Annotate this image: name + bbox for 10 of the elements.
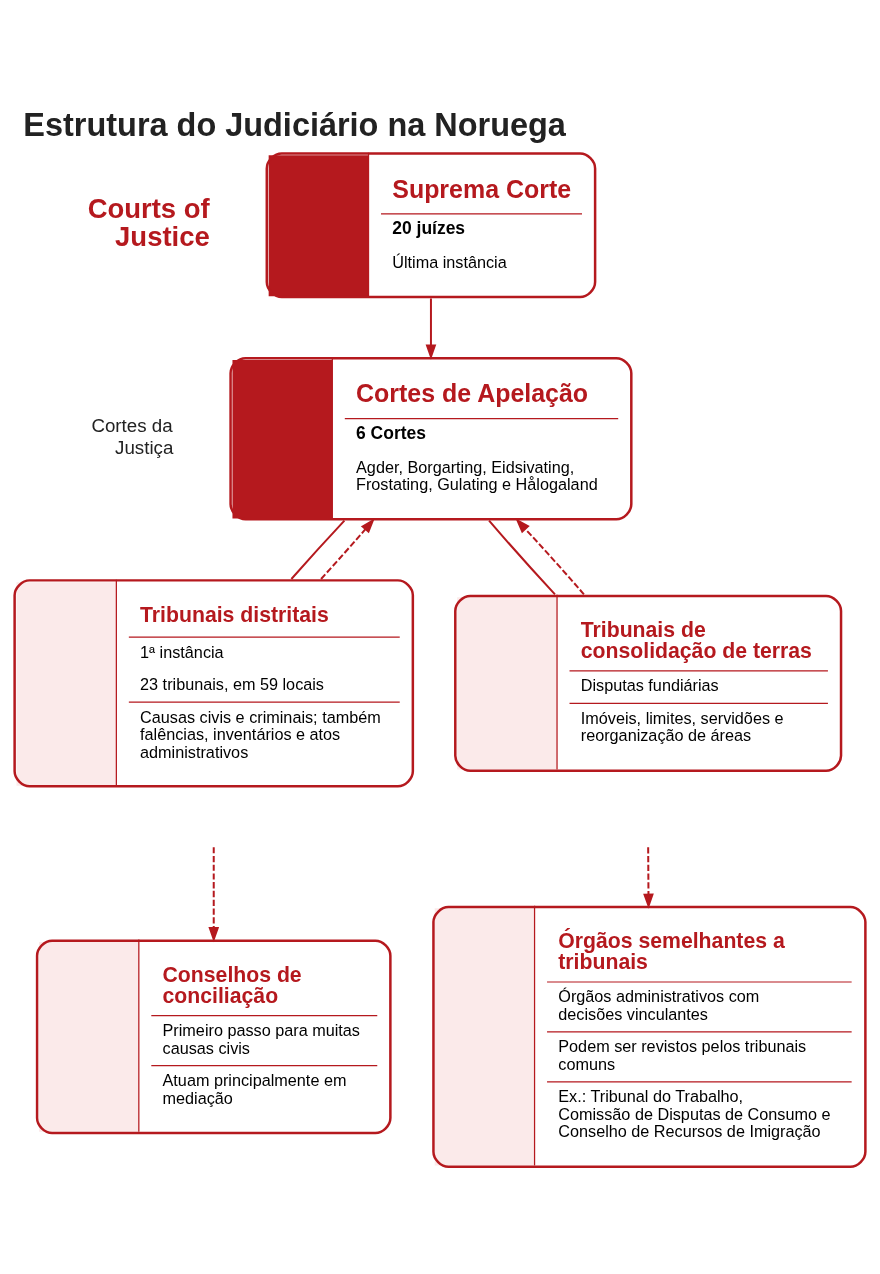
arrow	[320, 518, 375, 580]
diagram-title: Estrutura do Judiciário na Noruega	[23, 106, 566, 143]
arrow	[515, 518, 585, 596]
arrow	[643, 846, 654, 909]
arrow	[208, 846, 220, 943]
connector	[290, 519, 346, 580]
label: Cortes da Justiça	[91, 415, 174, 458]
label: Courts of Justice	[87, 193, 210, 252]
arrow	[425, 297, 437, 360]
connector	[488, 519, 556, 596]
